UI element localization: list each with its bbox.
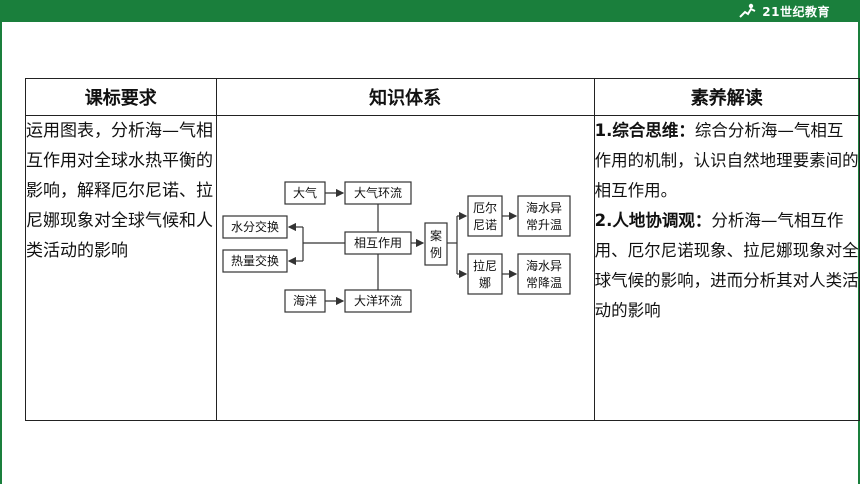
label-cooling-2: 常降温: [526, 276, 562, 290]
label-atmosphere: 大气: [293, 185, 317, 200]
box-water-exchange: [221, 215, 288, 239]
label-el-nino-2: 尼诺: [473, 218, 497, 232]
literacy-title-2: 2.人地协调观：: [594, 211, 712, 230]
label-la-nina-1: 拉尼: [473, 258, 497, 273]
label-water-exchange: 水分交换: [231, 219, 279, 234]
label-warming-1: 海水异: [526, 200, 562, 215]
box-case: [423, 222, 448, 266]
literacy-cell: 1.综合思维：综合分析海—气相互作用的机制，认识自然地理要素间的相互作用。 2.…: [593, 115, 860, 421]
requirement-cell: 运用图表，分析海—气相互作用对全球水热平衡的影响，解释厄尔尼诺、拉尼娜现象对全球…: [25, 115, 217, 421]
label-atmospheric-circulation: 大气环流: [354, 185, 402, 200]
box-abnormal-warming: [516, 195, 571, 237]
top-bar: 21世纪教育: [0, 0, 860, 22]
box-abnormal-cooling: [516, 253, 571, 295]
label-warming-2: 常升温: [526, 218, 562, 232]
label-ocean-circulation: 大洋环流: [354, 293, 402, 308]
knowledge-diagram-cell: 大气 大气环流 水分交换 热量交换 相互作用: [215, 115, 595, 421]
brand-logo: 21世纪教育: [736, 2, 830, 20]
literacy-title-1: 1.综合思维：: [594, 121, 695, 140]
label-el-nino-1: 厄尔: [473, 200, 497, 215]
curriculum-table: 课标要求 知识体系 素养解读 运用图表，分析海—气相互作用对全球水热平衡的影响，…: [25, 78, 860, 421]
content-row: 运用图表，分析海—气相互作用对全球水热平衡的影响，解释厄尔尼诺、拉尼娜现象对全球…: [25, 115, 860, 421]
literacy-paragraph-1: 1.综合思维：综合分析海—气相互作用的机制，认识自然地理要素间的相互作用。: [595, 116, 859, 206]
logo-text: 21世纪教育: [762, 4, 830, 19]
knowledge-diagram: 大气 大气环流 水分交换 热量交换 相互作用: [221, 181, 571, 313]
label-interaction: 相互作用: [354, 236, 402, 250]
label-ocean: 海洋: [293, 293, 317, 308]
box-la-nina: [466, 253, 503, 295]
header-knowledge: 知识体系: [215, 78, 595, 116]
literacy-paragraph-2: 2.人地协调观：分析海—气相互作用、厄尔尼诺现象、拉尼娜现象对全球气候的影响，进…: [595, 206, 859, 326]
label-case-1: 案: [430, 228, 442, 243]
header-curriculum: 课标要求: [25, 78, 217, 116]
label-cooling-1: 海水异: [526, 258, 562, 273]
left-frame-line: [0, 22, 2, 484]
label-heat-exchange: 热量交换: [231, 253, 279, 268]
box-heat-exchange: [221, 249, 288, 273]
label-case-2: 例: [430, 246, 442, 260]
box-ocean-circulation: [343, 289, 412, 313]
literacy-text-1: 综合分析海—气相互作用的机制，认识自然地理要素间的相互作用。: [594, 121, 859, 200]
header-row: 课标要求 知识体系 素养解读: [25, 78, 860, 116]
runner-icon: [739, 3, 756, 18]
literacy-text-2: 分析海—气相互作用、厄尔尼诺现象、拉尼娜现象对全球气候的影响，进而分析其对人类活…: [594, 211, 859, 320]
label-la-nina-2: 娜: [479, 276, 491, 290]
header-literacy: 素养解读: [593, 78, 860, 116]
